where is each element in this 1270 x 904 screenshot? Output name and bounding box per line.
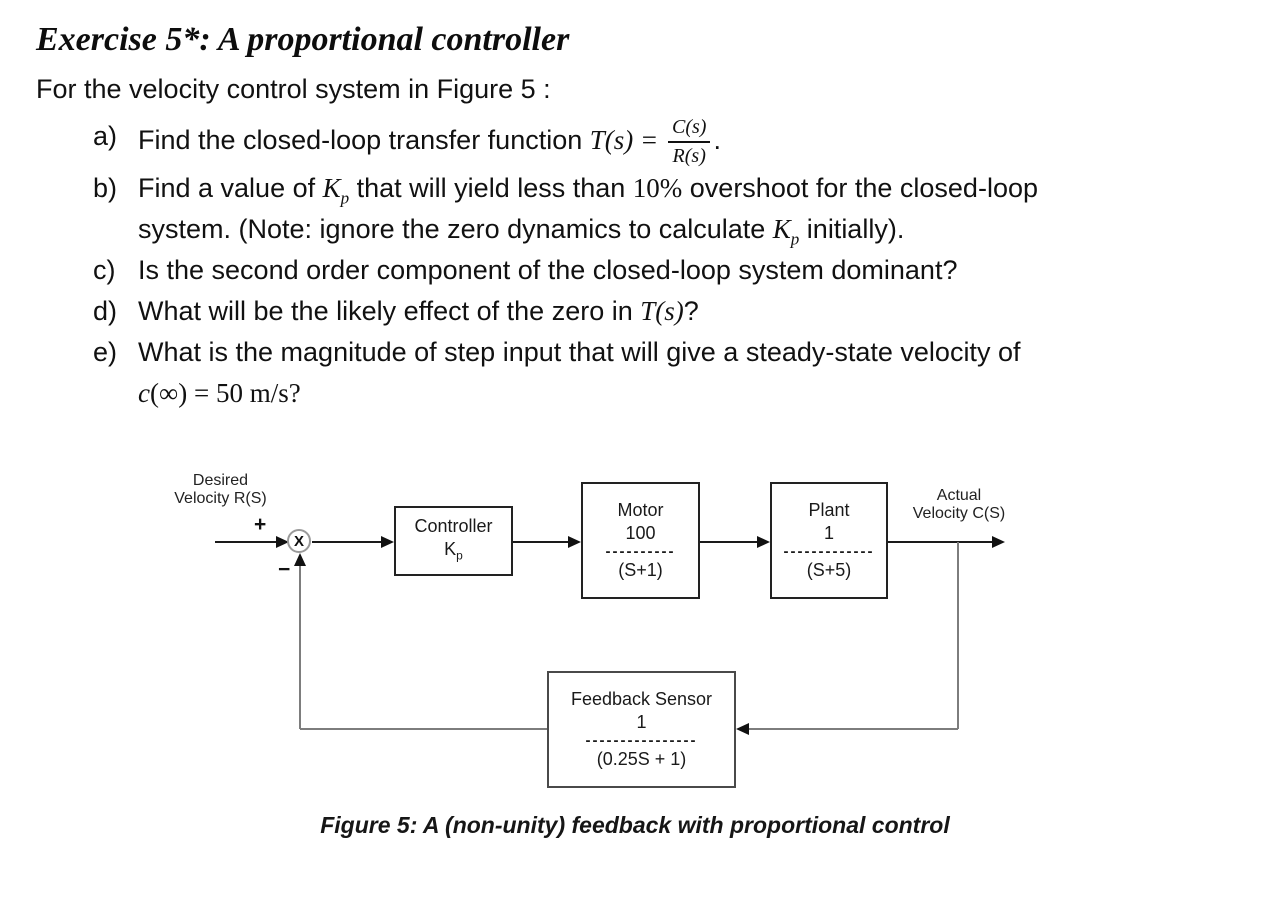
list-marker: a) (93, 121, 118, 151)
text-line: Find the closed-loop transfer function T… (138, 116, 1270, 168)
list-item: a) Find the closed-loop transfer function… (93, 116, 1270, 168)
text-line: What is the magnitude of step input that… (138, 332, 1270, 373)
text-segment: Is the second order component of the clo… (138, 255, 958, 285)
fraction-denominator: R(s) (672, 145, 706, 167)
minus-sign: − (278, 558, 291, 581)
text-segment: system. (Note: ignore the zero dynamics … (138, 214, 773, 244)
intro-text: For the velocity control system in Figur… (36, 74, 551, 104)
feedback-sensor-block: Feedback Sensor 1 ---------------- (0.25… (547, 671, 736, 788)
text-segment: Find the closed-loop transfer function (138, 125, 590, 156)
feedback-title: Feedback Sensor (570, 689, 713, 709)
list-item: d) What will be the likely effect of the … (93, 291, 1270, 332)
figure-caption: Figure 5: A (non-unity) feedback with pr… (320, 812, 950, 838)
junction-symbol: X (293, 532, 304, 550)
plant-arrowhead (757, 536, 770, 548)
fraction-numerator: C(s) (667, 116, 711, 143)
output-label-line2: Velocity C(S) (912, 505, 1006, 522)
math-segment: K (772, 214, 791, 244)
input-arrowhead (276, 536, 289, 548)
list-marker: c) (93, 255, 116, 285)
text-segment: Find a value of (138, 173, 323, 203)
list-marker: b) (93, 173, 118, 203)
summing-junction: X (287, 529, 311, 553)
text-segment: What will be the likely effect of the ze… (138, 296, 641, 326)
figure-5: Desired Velocity R(S) + X − Controller K… (0, 460, 1270, 854)
plus-sign: + (254, 513, 267, 536)
controller-gain: Kp (444, 538, 463, 563)
controller-block: Controller Kp (394, 506, 513, 576)
feedback-denominator: (0.25S + 1) (596, 749, 687, 769)
plant-numerator: 1 (823, 523, 834, 543)
list-item-lines: Find the closed-loop transfer function T… (138, 116, 1270, 168)
page-title: Exercise 5*: A proportional controller (36, 21, 570, 58)
motor-numerator: 100 (625, 523, 656, 543)
plant-fraction-bar: ------------- (783, 543, 875, 560)
diagram-wires (215, 536, 1005, 735)
motor-block: Motor 100 ---------- (S+1) (581, 482, 700, 599)
plant-denominator: (S+5) (806, 560, 852, 580)
math-roman-segment: 10% (632, 173, 683, 203)
text-segment: that will yield less than (349, 173, 633, 203)
text-segment: overshoot for the closed-loop (682, 173, 1038, 203)
list-item-lines: What is the magnitude of step input that… (138, 332, 1270, 414)
text-line: Is the second order component of the clo… (138, 250, 1270, 291)
output-signal-label: Actual Velocity C(S) (893, 487, 1025, 523)
math-segment: c (138, 378, 150, 408)
text-segment: What is the magnitude of step input that… (138, 337, 1021, 367)
plant-block: Plant 1 ------------- (S+5) (770, 482, 888, 599)
text-line: Find a value of Kp that will yield less … (138, 168, 1270, 209)
plant-title: Plant (808, 500, 850, 520)
text-line: c(∞) = 50 m/s? (138, 373, 1270, 414)
math-subscript: p (340, 188, 350, 208)
list-marker: d) (93, 296, 118, 326)
feedback-arrowhead (736, 723, 749, 735)
text-line: system. (Note: ignore the zero dynamics … (138, 209, 1270, 250)
list-item-lines: Find a value of Kp that will yield less … (138, 168, 1270, 250)
controller-label: Controller (414, 515, 493, 536)
list-marker: e) (93, 337, 118, 367)
list-item: b) Find a value of Kp that will yield les… (93, 168, 1270, 250)
text-line: What will be the likely effect of the ze… (138, 291, 1270, 332)
feedback-fraction-bar: ---------------- (585, 732, 698, 749)
motor-arrowhead (568, 536, 581, 548)
math-segment: T(s) = (589, 125, 665, 156)
math-segment: T(s) (640, 296, 684, 326)
junction-arrowhead (294, 553, 306, 566)
controller-arrowhead (381, 536, 394, 548)
exercise-list: a) Find the closed-loop transfer function… (93, 116, 1270, 414)
motor-denominator: (S+1) (618, 560, 663, 580)
text-segment: ? (683, 296, 699, 326)
input-label-line1: Desired (192, 472, 249, 489)
text-segment: initially). (799, 214, 905, 244)
math-subscript: p (790, 229, 800, 249)
fraction: C(s)R(s) (667, 116, 711, 168)
math-roman-segment: (∞) = 50 m/s? (149, 378, 301, 408)
list-item: c) Is the second order component of the c… (93, 250, 1270, 291)
list-item-lines: What will be the likely effect of the ze… (138, 291, 1270, 332)
input-label-line2: Velocity R(S) (174, 490, 267, 507)
motor-title: Motor (617, 500, 664, 520)
feedback-numerator: 1 (636, 712, 647, 732)
list-item-lines: Is the second order component of the clo… (138, 250, 1270, 291)
output-arrowhead (992, 536, 1005, 548)
math-segment: K (322, 173, 341, 203)
text-segment: . (713, 125, 721, 156)
output-label-line1: Actual (936, 487, 982, 504)
input-signal-label: Desired Velocity R(S) (148, 472, 293, 508)
list-item: e) What is the magnitude of step input th… (93, 332, 1270, 414)
motor-fraction-bar: ---------- (605, 543, 676, 560)
